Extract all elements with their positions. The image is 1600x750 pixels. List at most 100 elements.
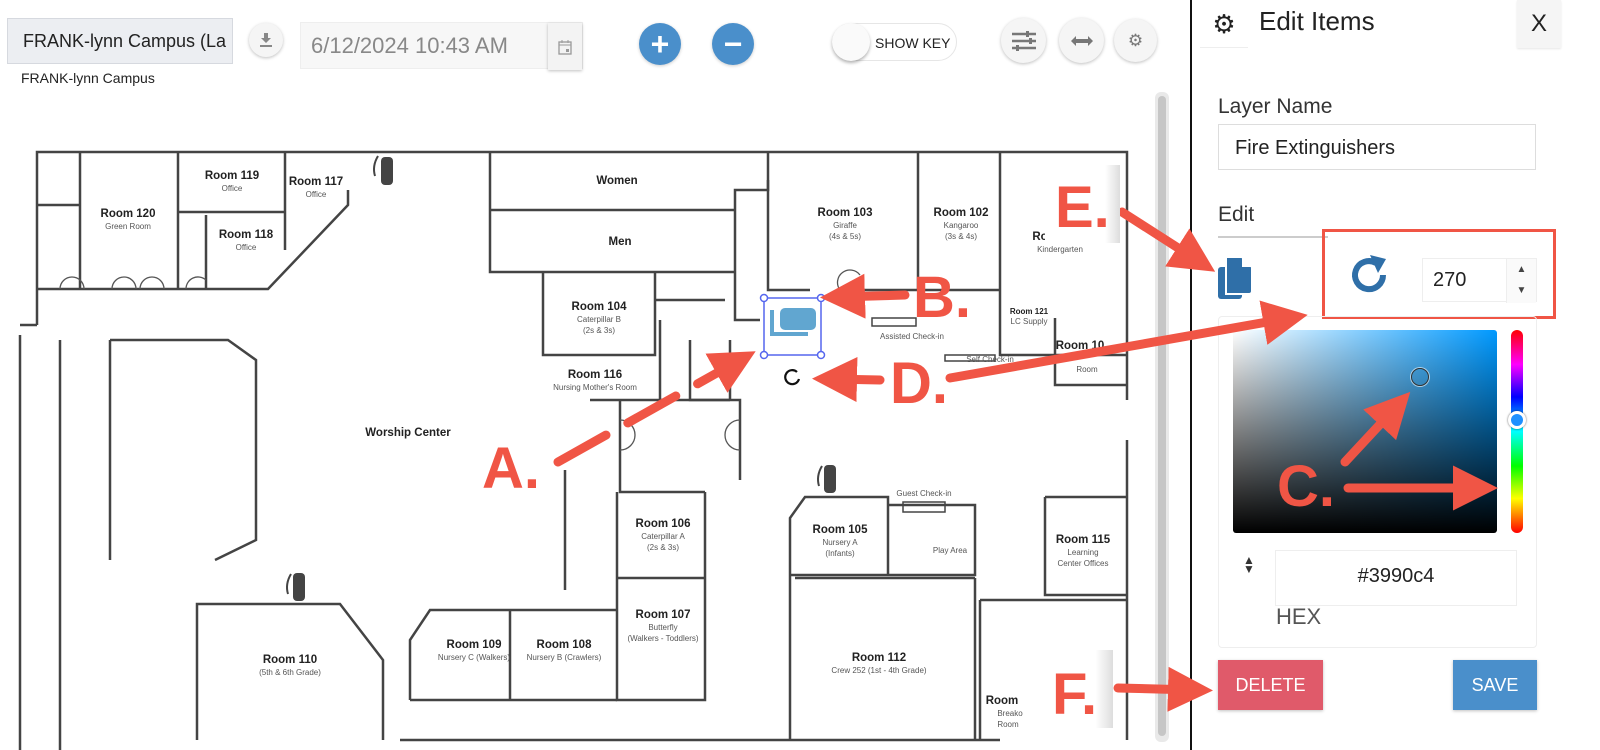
zoom-in-button[interactable]: + (639, 23, 681, 65)
svg-text:Room 103: Room 103 (818, 207, 873, 219)
filter-button[interactable] (1001, 18, 1046, 63)
svg-text:Room 105: Room 105 (813, 524, 869, 536)
svg-text:Office: Office (222, 184, 243, 193)
svg-text:Butterfly: Butterfly (648, 623, 677, 632)
svg-text:Kindergarten: Kindergarten (1037, 245, 1083, 254)
color-picker (1218, 316, 1537, 648)
svg-text:Room 117: Room 117 (289, 176, 343, 188)
svg-text:(2s & 3s): (2s & 3s) (583, 326, 615, 335)
show-key-label: SHOW KEY (875, 35, 951, 51)
svg-text:Learning: Learning (1067, 548, 1098, 557)
date-field[interactable]: 6/12/2024 10:43 AM (300, 22, 583, 70)
fire-extinguisher-icon (373, 155, 393, 185)
rotate-handle-icon[interactable] (784, 369, 801, 386)
svg-text:Nursery B (Crawlers): Nursery B (Crawlers) (527, 653, 602, 662)
layer-name-label: Layer Name (1218, 95, 1333, 118)
campus-select[interactable]: FRANK-lynn Campus (La (7, 18, 233, 64)
check-in-counters (871, 317, 996, 513)
svg-text:Center Offices: Center Offices (1058, 559, 1109, 568)
settings-button[interactable]: ⚙ (1114, 19, 1157, 62)
edit-label: Edit (1218, 203, 1255, 226)
svg-text:Room 108: Room 108 (537, 639, 593, 651)
svg-text:Office: Office (236, 243, 257, 252)
svg-text:Room 120: Room 120 (101, 208, 156, 220)
svg-text:Play Area: Play Area (933, 546, 968, 555)
svg-text:Room 116: Room 116 (568, 369, 622, 381)
hue-slider[interactable] (1511, 330, 1523, 533)
saturation-value-area[interactable] (1233, 330, 1497, 533)
color-cursor[interactable] (1411, 368, 1429, 386)
svg-text:Caterpillar A: Caterpillar A (641, 532, 685, 541)
svg-text:Nursery A: Nursery A (822, 538, 858, 547)
svg-text:Crew 252 (1st - 4th Grade): Crew 252 (1st - 4th Grade) (831, 666, 926, 675)
rotate-button[interactable] (1348, 253, 1392, 302)
svg-text:Room 112: Room 112 (852, 652, 906, 664)
calendar-button[interactable] (548, 23, 582, 70)
zoom-out-button[interactable]: − (712, 23, 754, 65)
svg-text:Green Room: Green Room (105, 222, 151, 231)
svg-text:Caterpillar B: Caterpillar B (577, 315, 621, 324)
calendar-icon (558, 39, 572, 55)
download-icon (260, 33, 272, 47)
fire-extinguisher-icon (286, 573, 305, 601)
date-value: 6/12/2024 10:43 AM (311, 33, 508, 58)
svg-text:Kangaroo: Kangaroo (944, 221, 979, 230)
layer-name-input[interactable]: Fire Extinguishers (1218, 124, 1536, 170)
gear-icon: ⚙ (1127, 30, 1144, 50)
panel-title: Edit Items (1259, 6, 1375, 36)
step-up-icon[interactable]: ▲ (1516, 264, 1527, 275)
toggle-knob (832, 23, 870, 61)
edit-underline (1218, 236, 1328, 238)
campus-subtitle: FRANK-lynn Campus (21, 70, 155, 86)
panel-divider (1190, 0, 1192, 750)
hue-handle[interactable] (1508, 411, 1526, 429)
rotation-stepper[interactable]: ▲▼ (1506, 259, 1536, 303)
svg-text:Nursery C (Walkers): Nursery C (Walkers) (438, 653, 510, 662)
svg-text:Room 10: Room 10 (1056, 340, 1105, 352)
sliders-icon (1011, 30, 1036, 51)
svg-text:Giraffe: Giraffe (833, 221, 857, 230)
format-toggle-icon[interactable]: ▲▼ (1243, 553, 1255, 576)
arrows-horizontal-icon (1070, 35, 1093, 46)
svg-text:LC Supply: LC Supply (1011, 317, 1048, 326)
rotation-input[interactable]: 270 ▲▼ (1422, 258, 1537, 303)
svg-text:Room: Room (1076, 365, 1098, 374)
show-key-toggle[interactable]: SHOW KEY (832, 23, 957, 61)
download-button[interactable] (249, 23, 283, 57)
svg-text:Room 107: Room 107 (636, 609, 691, 621)
svg-text:(3s & 4s): (3s & 4s) (945, 232, 977, 241)
close-button[interactable]: X (1517, 0, 1561, 48)
fire-extinguisher-icon (817, 465, 836, 493)
svg-text:Room 104: Room 104 (572, 301, 628, 313)
duplicate-button[interactable] (1216, 255, 1256, 306)
svg-text:Guest Check-in: Guest Check-in (896, 489, 951, 498)
svg-text:Room 110: Room 110 (263, 654, 317, 666)
svg-text:(Infants): (Infants) (825, 549, 855, 558)
step-down-icon[interactable]: ▼ (1516, 285, 1527, 296)
save-button[interactable]: SAVE (1453, 660, 1537, 710)
fit-width-button[interactable] (1059, 18, 1104, 63)
svg-text:(5th & 6th Grade): (5th & 6th Grade) (259, 668, 321, 677)
svg-text:Room 119: Room 119 (205, 170, 259, 182)
svg-text:Room 106: Room 106 (636, 518, 691, 530)
rotate-clockwise-icon (1352, 255, 1387, 293)
hex-input[interactable]: #3990c4 (1275, 550, 1517, 606)
svg-text:Men: Men (609, 236, 632, 248)
svg-text:Nursing Mother's Room: Nursing Mother's Room (553, 383, 637, 392)
panel-gear-icon: ⚙ (1200, 2, 1248, 48)
svg-text:Room 121: Room 121 (1010, 307, 1049, 316)
svg-text:Room 115: Room 115 (1056, 534, 1111, 546)
selected-fire-extinguisher[interactable] (759, 293, 826, 360)
delete-button[interactable]: DELETE (1218, 660, 1323, 710)
svg-text:Women: Women (596, 175, 637, 187)
svg-text:Self Check-in: Self Check-in (966, 355, 1014, 364)
svg-text:Room 109: Room 109 (447, 639, 502, 651)
rotation-value: 270 (1433, 269, 1467, 291)
svg-text:Office: Office (306, 190, 327, 199)
svg-text:Room: Room (986, 695, 1019, 707)
svg-text:(2s & 3s): (2s & 3s) (647, 543, 679, 552)
scrollbar-thumb[interactable] (1158, 96, 1166, 736)
rotation-highlight (1322, 229, 1556, 319)
